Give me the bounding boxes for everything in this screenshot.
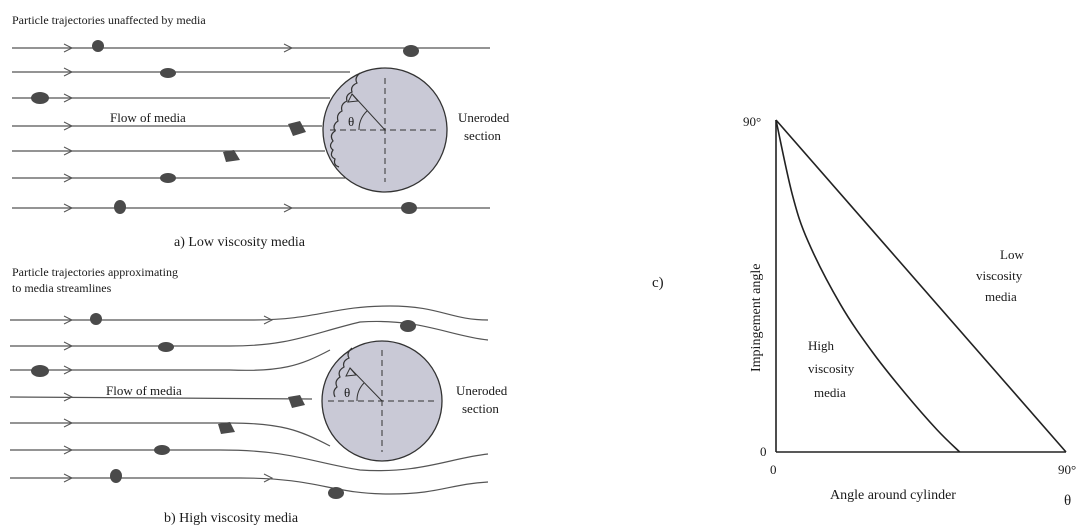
streamline [10, 305, 489, 321]
particle [114, 200, 126, 214]
arrowhead-icon [283, 203, 294, 213]
streamline [10, 320, 489, 347]
y-axis-label: Impingement angle [749, 264, 764, 372]
panel-a-trajectory-note: Particle trajectories unaffected by medi… [12, 13, 206, 27]
panel-b-section: section [462, 401, 499, 416]
eroded-edge [329, 72, 361, 168]
series-line-high-viscosity [775, 119, 961, 453]
panel-b-flow-label: Flow of media [106, 383, 182, 398]
particle [328, 487, 344, 499]
arrowhead-icon [263, 473, 274, 483]
high-label-3: media [814, 385, 846, 400]
panel-a-low-viscosity: Particle trajectories unaffected by medi… [12, 13, 510, 250]
panel-b-caption: b) High viscosity media [164, 511, 299, 526]
panel-a-caption: a) Low viscosity media [174, 235, 306, 250]
x-axis-label: Angle around cylinder [830, 488, 956, 503]
particle [400, 320, 416, 332]
panel-b-trajectory-note-1: Particle trajectories approximating [12, 265, 178, 279]
panel-b-uneroded: Uneroded [456, 383, 508, 398]
arrowhead-icon [63, 473, 74, 483]
arrowhead-icon [63, 67, 74, 77]
angle-arc [358, 110, 368, 131]
panel-b-cylinder [321, 340, 443, 462]
particle [403, 45, 419, 57]
arrowhead-icon [63, 365, 74, 375]
particle [288, 121, 306, 136]
particle [160, 68, 176, 78]
panel-a-arrowheads [63, 43, 294, 213]
particle [92, 40, 104, 52]
panel-b-particles [31, 313, 416, 499]
x-tick-0: 0 [770, 462, 777, 477]
particle [31, 365, 49, 377]
theta-symbol: θ [1064, 493, 1071, 509]
particle [154, 445, 170, 455]
streamline [10, 477, 489, 495]
arrowhead-icon [63, 341, 74, 351]
panel-c-tag: c) [652, 275, 664, 291]
x-tick-90: 90° [1058, 462, 1076, 477]
arrowhead-icon [63, 43, 74, 53]
high-label-2: viscosity [808, 361, 855, 376]
panel-a-theta: θ [348, 114, 354, 129]
particle [90, 313, 102, 325]
streamline [10, 422, 331, 447]
arrowhead-icon [63, 203, 74, 213]
arrowhead-icon [63, 146, 74, 156]
panel-a-cylinder [322, 67, 448, 193]
angle-marker [347, 93, 360, 103]
panel-c-chart: c) Impingement angle Angle around cylind… [652, 114, 1076, 509]
arrowhead-icon [283, 43, 294, 53]
particle [223, 150, 240, 162]
streamline [10, 449, 489, 472]
arrowhead-icon [63, 418, 74, 428]
low-label-1: Low [1000, 247, 1024, 262]
high-label-1: High [808, 338, 835, 353]
y-tick-0: 0 [760, 444, 767, 459]
arrowhead-icon [63, 121, 74, 131]
particle [401, 202, 417, 214]
angle-marker [345, 367, 358, 377]
particle [31, 92, 49, 104]
eroded-edge [333, 347, 353, 398]
low-label-3: media [985, 289, 1017, 304]
panel-a-uneroded: Uneroded [458, 110, 510, 125]
angle-arc [356, 382, 365, 402]
panel-b-streamlines [9, 305, 489, 495]
panel-b-theta: θ [344, 385, 350, 400]
series-line-low-viscosity [775, 119, 1067, 453]
arrowhead-icon [63, 173, 74, 183]
streamline [9, 396, 313, 400]
particle [158, 342, 174, 352]
panel-a-flow-label: Flow of media [110, 110, 186, 125]
streamline [10, 349, 331, 371]
arrowhead-icon [263, 315, 274, 325]
particle [110, 469, 122, 483]
arrowhead-icon [63, 93, 74, 103]
y-tick-90: 90° [743, 114, 761, 129]
low-label-2: viscosity [976, 268, 1023, 283]
panel-a-section: section [464, 128, 501, 143]
arrowhead-icon [63, 445, 74, 455]
arrowhead-icon [63, 392, 74, 402]
panel-b-trajectory-note-2: to media streamlines [12, 281, 112, 295]
panel-b-high-viscosity: Particle trajectories approximating to m… [9, 265, 508, 526]
panel-a-particles [31, 40, 419, 214]
arrowhead-icon [63, 315, 74, 325]
particle [218, 422, 235, 434]
panel-b-arrowheads [63, 315, 274, 483]
particle [288, 395, 305, 408]
particle [160, 173, 176, 183]
